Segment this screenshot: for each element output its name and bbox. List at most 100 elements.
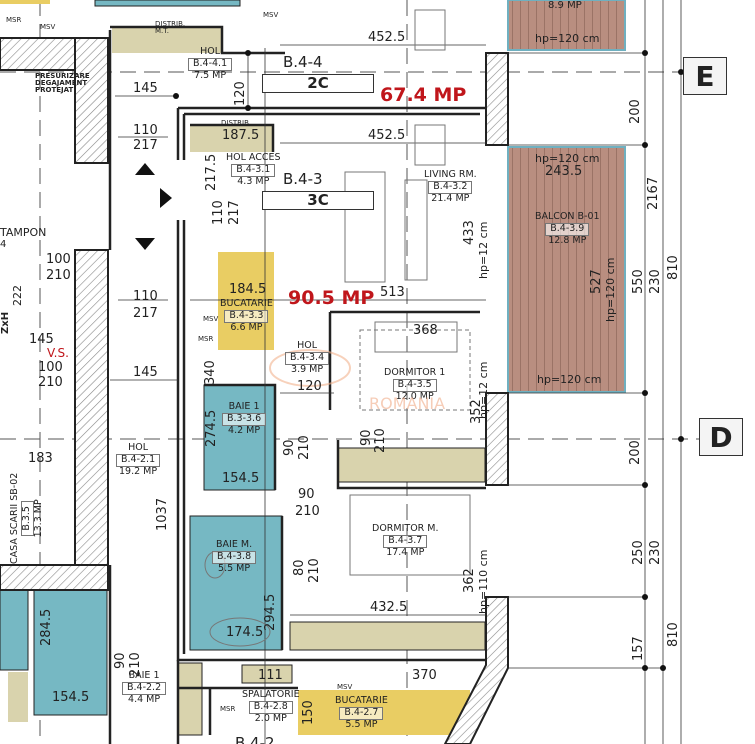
hp-label: hp=120 cm: [535, 32, 600, 45]
dimension: 352: [469, 398, 484, 424]
dimension: 110: [133, 289, 158, 304]
unit-code: B.4-4: [283, 53, 323, 71]
mt-label: M.T.: [155, 27, 169, 35]
dimension: 294.5: [263, 593, 278, 631]
hp-label: hp=120 cm: [604, 257, 617, 322]
dimension: 210: [373, 427, 388, 453]
dimension: 184.5: [229, 282, 267, 297]
dimension: 120: [297, 379, 322, 394]
dimension: 230: [648, 268, 663, 294]
dimension: 368: [413, 323, 438, 338]
msv-label: MSV: [337, 683, 353, 691]
dimension: 433: [462, 219, 477, 245]
grid-lines: [0, 0, 699, 744]
dimension: 217: [227, 199, 242, 225]
dimension: 210: [307, 557, 322, 583]
dimension: 340: [203, 359, 218, 385]
dimension: 362: [462, 567, 477, 593]
unit-type: 2C: [262, 74, 374, 93]
dimension: 210: [295, 504, 320, 519]
dimension: 110: [211, 199, 226, 225]
unit-code: B.4-2: [235, 734, 275, 744]
dimension: 100: [46, 252, 71, 267]
vs-label: V.S.: [47, 346, 69, 360]
dimension: 284.5: [39, 608, 54, 646]
dimension: 145: [133, 365, 158, 380]
dimension: 250: [631, 539, 646, 565]
dimension: 243.5: [545, 164, 583, 179]
dimension: 183: [28, 451, 53, 466]
unit-type: 3C: [262, 191, 374, 210]
dimension: 222: [11, 284, 24, 306]
msr-label: MSR: [198, 335, 214, 343]
dimension: 187.5: [222, 128, 260, 143]
dimension: 154.5: [52, 690, 90, 705]
msr-label: MSR: [6, 16, 22, 24]
dimension: 810: [666, 254, 681, 280]
msv-label: MSV: [263, 11, 279, 19]
hp-label: hp=120 cm: [537, 373, 602, 386]
dimension: 200: [628, 439, 643, 465]
msv-label: MSV: [203, 315, 219, 323]
dimension: 2167: [646, 176, 661, 210]
hp-label: hp=110 cm: [477, 549, 490, 614]
watermark-text: ROMANIA: [369, 394, 446, 413]
distrib-label: DISTRIB.: [221, 119, 252, 127]
dimension: 1037: [155, 497, 170, 531]
dimension: 550: [631, 268, 646, 294]
msv-label: MSV: [40, 23, 56, 31]
dimension: 217: [133, 138, 158, 153]
presurizare-label: PRESURIZARE DEGAJAMENT PROTEJAT: [35, 72, 90, 94]
dimension: 210: [46, 268, 71, 283]
stair-arrows: [135, 163, 172, 250]
dimension: 274.5: [204, 409, 219, 447]
dimension: 145: [133, 81, 158, 96]
unit-area: 90.5 MP: [288, 287, 375, 309]
dimension: 513: [380, 285, 405, 300]
dimension: 80: [292, 558, 307, 576]
dimension: 154.5: [222, 471, 260, 486]
hp-label: hp=120 cm: [535, 152, 600, 165]
dimension: 217.5: [204, 153, 219, 191]
axis-marker-e: E: [683, 57, 727, 95]
dimension: 90: [282, 438, 297, 456]
dimension: 210: [297, 434, 312, 460]
zxh-label: ZxH: [0, 311, 11, 334]
dimension: 150: [301, 699, 316, 725]
balcony-area: 8.9 MP: [548, 0, 582, 11]
dimension: 100: [38, 360, 63, 375]
distrib-label: DISTRIB.: [155, 20, 186, 28]
tampon-label: TAMPON: [0, 226, 47, 239]
dimension: 90: [298, 487, 315, 502]
dimension: 90: [359, 428, 374, 446]
dimension: 452.5: [368, 128, 406, 143]
hp-label: hp=12 cm: [477, 221, 490, 279]
dimension: 452.5: [368, 30, 406, 45]
dimension: 110: [133, 123, 158, 138]
dimension: 174.5: [226, 625, 264, 640]
dimension: 810: [666, 621, 681, 647]
dimension: 527: [589, 268, 604, 294]
dimension: 210: [128, 651, 143, 677]
dimension: 432.5: [370, 600, 408, 615]
dimension: 230: [648, 539, 663, 565]
dimension: 111: [258, 668, 283, 683]
dimension: 217: [133, 306, 158, 321]
dimension: 90: [113, 651, 128, 669]
dimension: 210: [38, 375, 63, 390]
unit-area: 67.4 MP: [380, 84, 467, 106]
